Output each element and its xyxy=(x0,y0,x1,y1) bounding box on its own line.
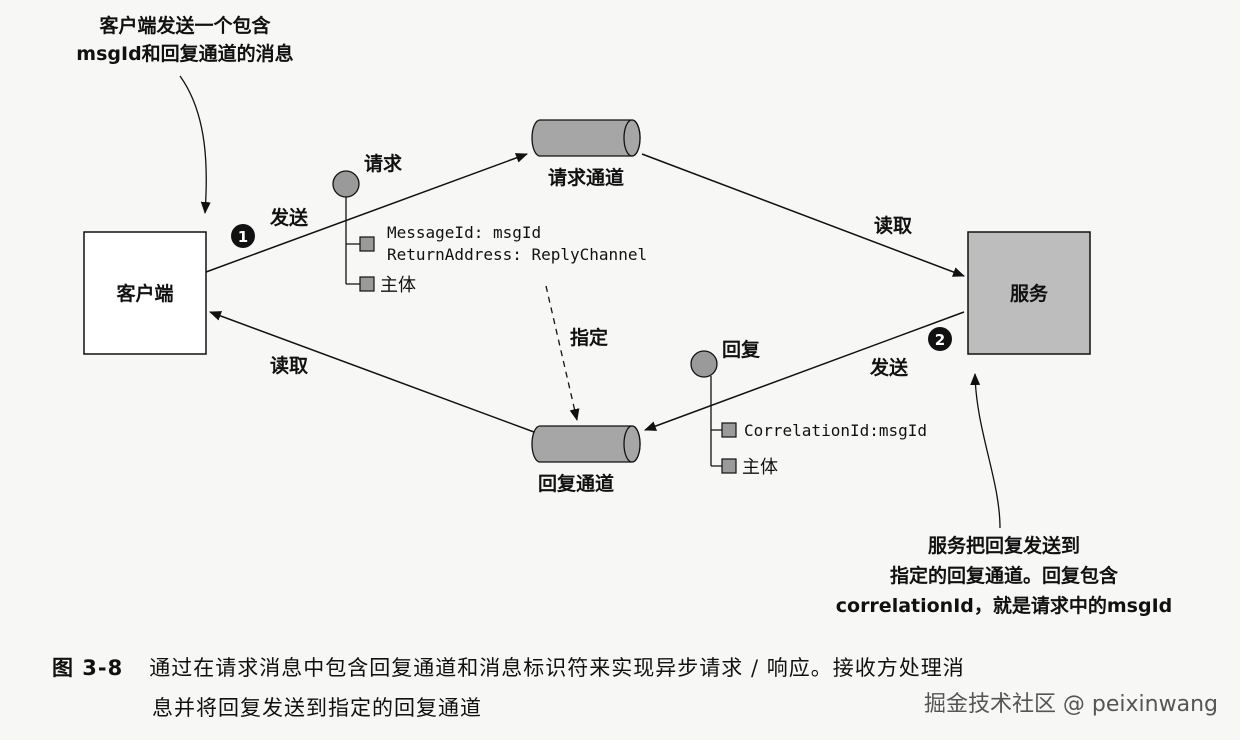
request-message xyxy=(332,170,375,292)
request-channel-label: 请求通道 xyxy=(548,166,624,189)
step-1-label: 1 xyxy=(238,228,248,246)
client-note-pointer xyxy=(179,75,211,214)
figure-caption: 图 3-8 通过在请求消息中包含回复通道和消息标识符来实现异步请求 / 响应。接收… xyxy=(52,648,1202,728)
caption-line-1: 通过在请求消息中包含回复通道和消息标识符来实现异步请求 / 响应。接收方处理消 xyxy=(149,656,965,680)
client-node xyxy=(83,231,207,355)
send-reply-label: 发送 xyxy=(869,356,909,379)
watermark: 掘金技术社区 @ peixinwang xyxy=(923,692,1218,717)
reply-header-correlation-id: CorrelationId:msgId xyxy=(744,421,927,440)
service-note-line1: 服务把回复发送到 xyxy=(928,534,1080,557)
step-2-label: 2 xyxy=(935,331,945,349)
send-request-label: 发送 xyxy=(269,206,309,229)
request-body-label: 主体 xyxy=(380,275,416,296)
reply-body-label: 主体 xyxy=(742,457,778,478)
request-header-return-address: ReturnAddress: ReplyChannel xyxy=(387,245,647,264)
request-body-marker xyxy=(359,276,375,292)
reply-channel xyxy=(531,425,641,463)
reply-channel-label: 回复通道 xyxy=(538,472,614,495)
client-note-line1: 客户端发送一个包含 xyxy=(99,14,271,37)
reply-body-marker xyxy=(721,458,737,474)
service-note-pointer xyxy=(970,373,1001,529)
send-reply-arrow xyxy=(644,311,965,431)
step-2-marker xyxy=(928,327,952,351)
caption-line-2: 息并将回复发送到指定的回复通道 xyxy=(152,696,482,720)
service-node-label: 服务 xyxy=(1010,282,1049,305)
service-note-line3: correlationId，就是请求中的msgId xyxy=(836,594,1173,617)
send-request-arrow xyxy=(205,153,528,273)
request-header-message-id: MessageId: msgId xyxy=(387,223,541,242)
specify-dashed-arrow xyxy=(545,285,580,421)
reply-header-marker xyxy=(721,422,737,438)
step-1-marker xyxy=(231,224,255,248)
request-channel xyxy=(531,119,641,157)
client-node-label: 客户端 xyxy=(116,282,173,305)
service-node xyxy=(967,231,1091,355)
client-note-line2: msgId和回复通道的消息 xyxy=(76,42,293,65)
read-request-label: 读取 xyxy=(874,214,912,237)
service-note-line2: 指定的回复通道。回复包含 xyxy=(890,564,1119,587)
request-message-title: 请求 xyxy=(364,152,403,175)
request-header-marker xyxy=(359,236,375,252)
reply-message-icon xyxy=(690,350,718,378)
read-reply-label: 读取 xyxy=(270,354,308,377)
request-message-icon xyxy=(332,170,360,198)
figure-number: 图 3-8 xyxy=(52,656,124,680)
reply-message xyxy=(690,350,737,474)
async-request-reply-diagram: 客户端发送一个包含 msgId和回复通道的消息 客户端 服务 请求通道 回复通道… xyxy=(76,14,1173,617)
reply-message-title: 回复 xyxy=(722,338,761,361)
read-reply-arrow xyxy=(209,311,535,433)
specify-label: 指定 xyxy=(570,326,608,349)
read-request-arrow xyxy=(641,153,965,277)
